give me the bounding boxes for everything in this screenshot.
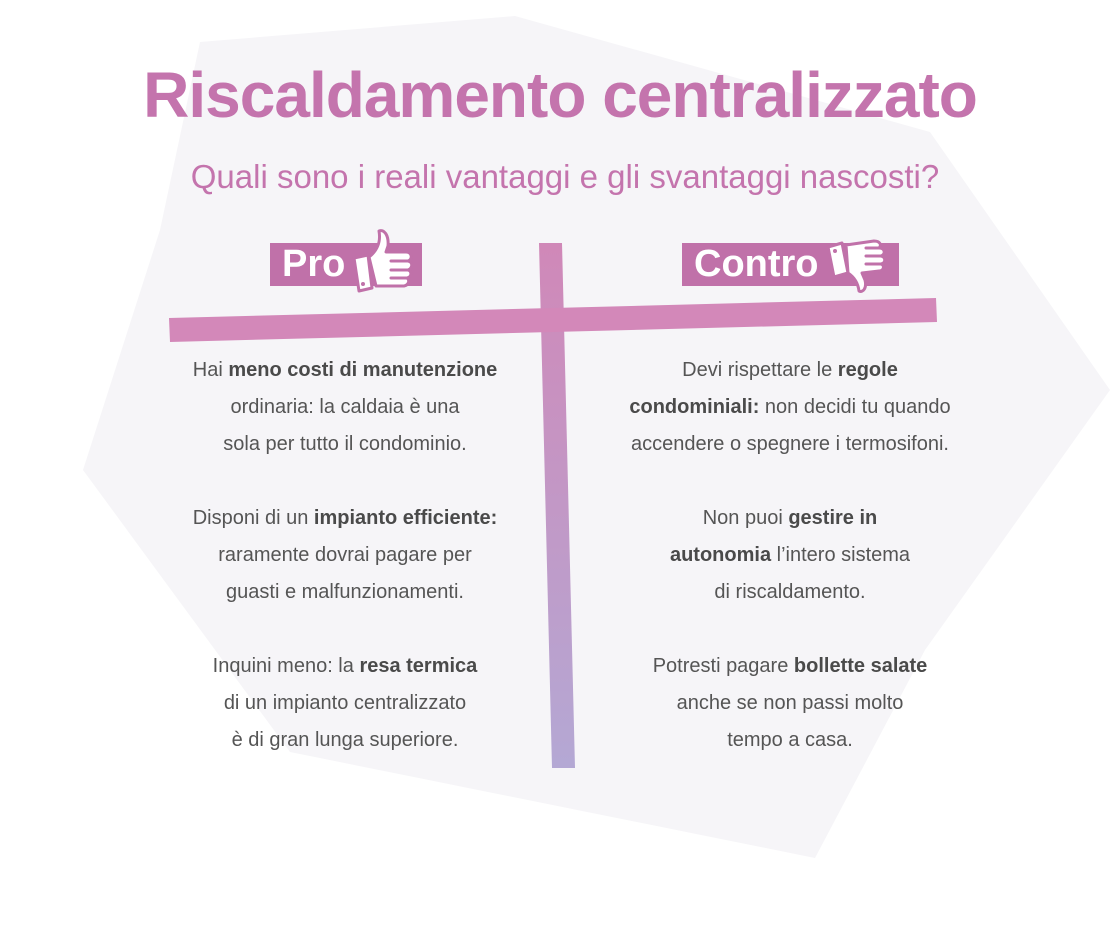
contro-item-line: Non puoi gestire in [580, 500, 1000, 537]
page-title: Riscaldamento centralizzato [143, 59, 978, 131]
text: raramente dovrai pagare per [218, 544, 472, 566]
bold-text: resa termica [359, 655, 478, 677]
thumbs-up-icon [352, 229, 414, 293]
bold-text: meno costi di manutenzione [228, 359, 498, 381]
vertical-divider [539, 243, 575, 768]
contro-item-line: Potresti pagare bollette salate [580, 648, 1000, 685]
contro-item-line: di riscaldamento. [714, 581, 866, 603]
contro-item: Potresti pagare bollette salate anche se… [580, 648, 1000, 759]
text: non decidi tu quando [759, 396, 951, 418]
contro-item-line: anche se non passi molto [580, 685, 1000, 722]
contro-item-line: tempo a casa. [727, 729, 853, 751]
thumbs-down-icon [826, 239, 887, 293]
pro-item-line: Inquini meno: la resa termica [150, 648, 540, 685]
pro-item-line: di un impianto centralizzato [150, 685, 540, 722]
text: Disponi di un [192, 507, 314, 529]
pro-column: Hai meno costi di manutenzione ordinaria… [150, 352, 540, 796]
text: di un impianto centralizzato [223, 692, 467, 714]
text: ordinaria: la caldaia è una [230, 396, 460, 418]
bold-text: autonomia [669, 544, 772, 566]
bold-text: regole [837, 359, 898, 381]
pro-item-line: raramente dovrai pagare per [150, 537, 540, 574]
contro-item-line: condominiali: non decidi tu quando [580, 389, 1000, 426]
text: l’intero sistema [771, 544, 911, 566]
text: Inquini meno: la [212, 655, 360, 677]
contro-item-line: autonomia l’intero sistema [580, 537, 1000, 574]
pro-item-line: Hai meno costi di manutenzione [150, 352, 540, 389]
page-subtitle: Quali sono i reali vantaggi e gli svanta… [190, 158, 940, 195]
pro-item-line: sola per tutto il condominio. [223, 433, 467, 455]
text: anche se non passi molto [676, 692, 904, 714]
text: Non puoi [702, 507, 789, 529]
bold-text: condominiali: [629, 396, 760, 418]
contro-item: Non puoi gestire in autonomia l’intero s… [580, 500, 1000, 611]
contro-column: Devi rispettare le regole condominiali: … [580, 352, 1000, 796]
text: Potresti pagare [652, 655, 794, 677]
pro-label-text: Pro [282, 243, 346, 285]
pro-item: Inquini meno: la resa termica di un impi… [150, 648, 540, 759]
contro-item-line: accendere o spegnere i termosifoni. [631, 433, 949, 455]
contro-item-line: Devi rispettare le regole [580, 352, 1000, 389]
pro-item-line: guasti e malfunzionamenti. [226, 581, 464, 603]
pro-item-line: Disponi di un impianto efficiente: [150, 500, 540, 537]
contro-label-text: Contro [694, 243, 819, 285]
pro-item-line: è di gran lunga superiore. [231, 729, 459, 751]
pro-item-line: ordinaria: la caldaia è una [150, 389, 540, 426]
text: Devi rispettare le [682, 359, 838, 381]
bold-text: bollette salate [793, 655, 928, 677]
contro-item: Devi rispettare le regole condominiali: … [580, 352, 1000, 463]
horizontal-divider [169, 298, 937, 342]
bold-text: impianto efficiente: [313, 507, 498, 529]
bold-text: gestire in [788, 507, 878, 529]
text: Hai [192, 359, 229, 381]
pro-item: Hai meno costi di manutenzione ordinaria… [150, 352, 540, 463]
pro-item: Disponi di un impianto efficiente: raram… [150, 500, 540, 611]
